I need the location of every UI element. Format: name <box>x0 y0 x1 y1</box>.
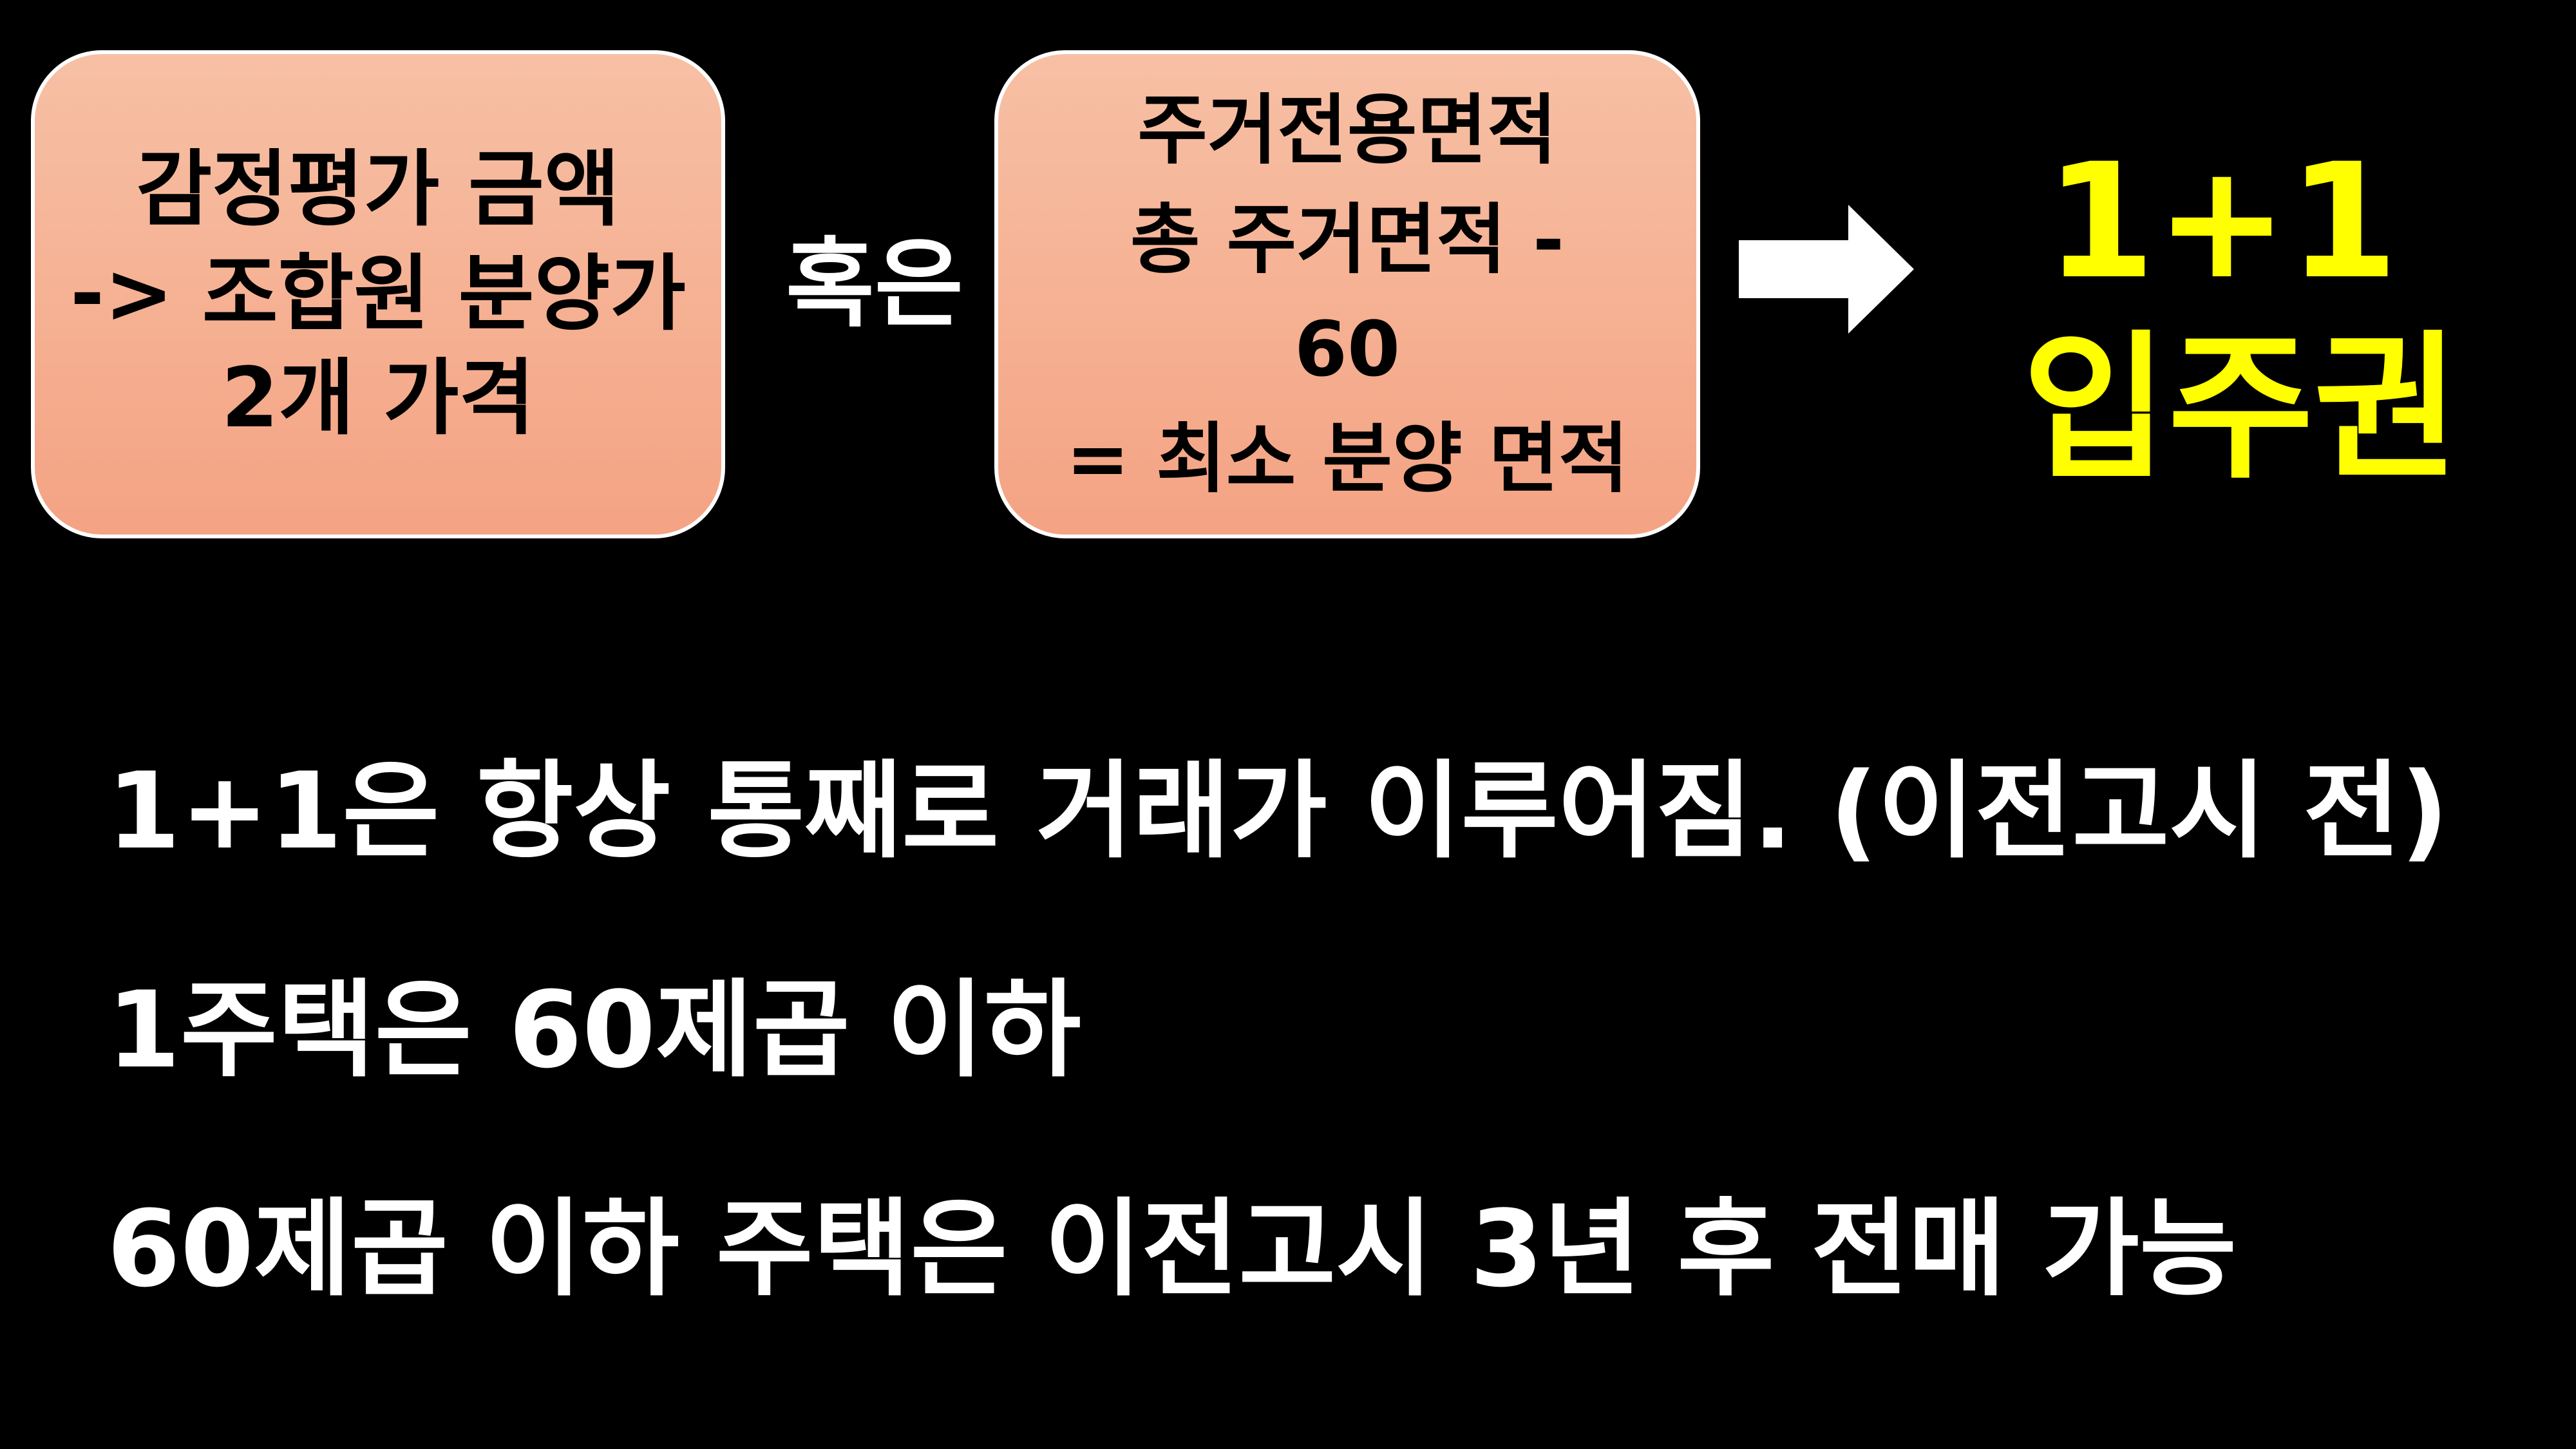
note-one-house-size: 1주택은 60제곱 이하 <box>107 969 1081 1092</box>
area-line-2: 총 주거면적 - <box>1130 195 1564 284</box>
or-label: 혹은 <box>786 229 964 341</box>
area-line-1: 주거전용면적 <box>1137 86 1557 175</box>
note-bulk-trade: 1+1은 항상 통째로 거래가 이루어짐. (이전고시 전) <box>107 750 2449 873</box>
appraisal-box: 감정평가 금액 -> 조합원 분양가 2개 가격 <box>31 50 725 538</box>
result-line-2: 입주권 <box>2022 317 2459 501</box>
note-resale-restriction: 60제곱 이하 주택은 이전고시 3년 후 전매 가능 <box>107 1188 2237 1311</box>
appraisal-line-3: 2개 가격 <box>221 350 535 446</box>
appraisal-line-1: 감정평가 금액 <box>136 142 620 238</box>
area-box: 주거전용면적 총 주거면적 - 60 = 최소 분양 면적 <box>994 50 1700 538</box>
result-line-1: 1+1 <box>2045 130 2399 314</box>
appraisal-line-2: -> 조합원 분양가 <box>70 246 687 342</box>
area-line-4: = 최소 분양 면적 <box>1066 414 1629 503</box>
result-label: 1+1 입주권 <box>2022 129 2459 502</box>
area-line-3: 60 <box>1294 305 1401 393</box>
right-arrow-icon <box>1739 205 1914 334</box>
